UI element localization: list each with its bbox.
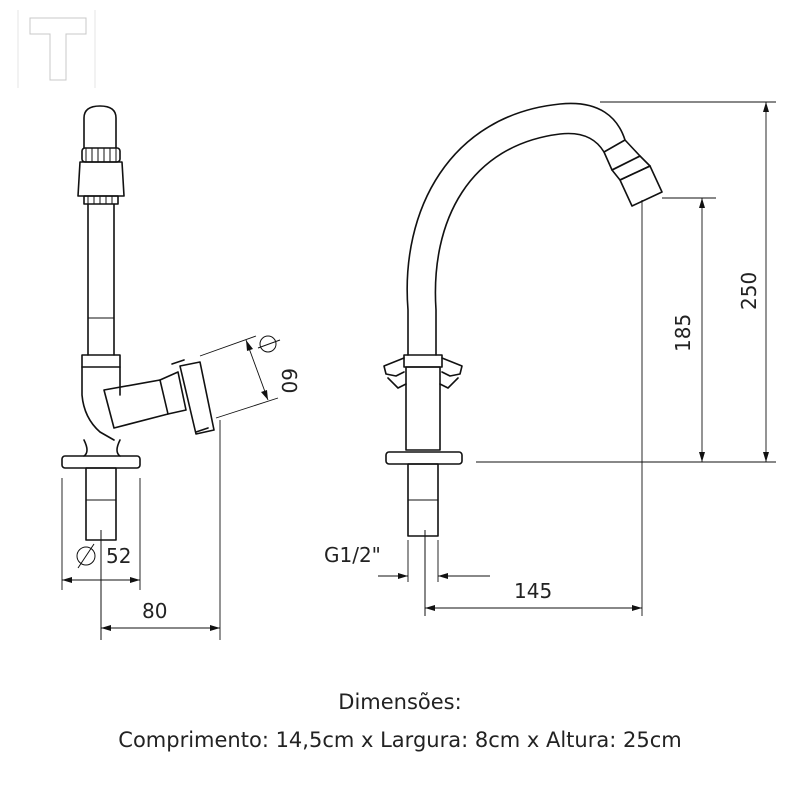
- diameter-icon: [257, 335, 281, 353]
- dimension-height-185: [476, 197, 776, 463]
- label-length-145: 145: [514, 579, 552, 603]
- dimension-length-145: [425, 200, 643, 616]
- diameter-icon: [76, 543, 96, 569]
- side-view: [61, 105, 215, 640]
- dimension-height-250: [600, 101, 776, 462]
- label-height-250: 250: [737, 272, 761, 310]
- label-height-185: 185: [671, 314, 695, 352]
- dimension-angled-60: [199, 335, 281, 419]
- label-width-80: 80: [142, 599, 167, 623]
- dimension-thread: [378, 540, 490, 582]
- dimension-width-80: [101, 420, 221, 640]
- label-angled-60: 60: [277, 368, 301, 393]
- brand-logo: [17, 10, 96, 88]
- label-thread: G1/2": [324, 543, 381, 567]
- dimensions-title: Dimensões:: [338, 690, 462, 714]
- dimensions-summary: Comprimento: 14,5cm x Largura: 8cm x Alt…: [118, 728, 682, 752]
- front-view: [383, 102, 663, 616]
- dimension-diameter-52: [61, 478, 141, 590]
- label-diameter-52: 52: [106, 544, 131, 568]
